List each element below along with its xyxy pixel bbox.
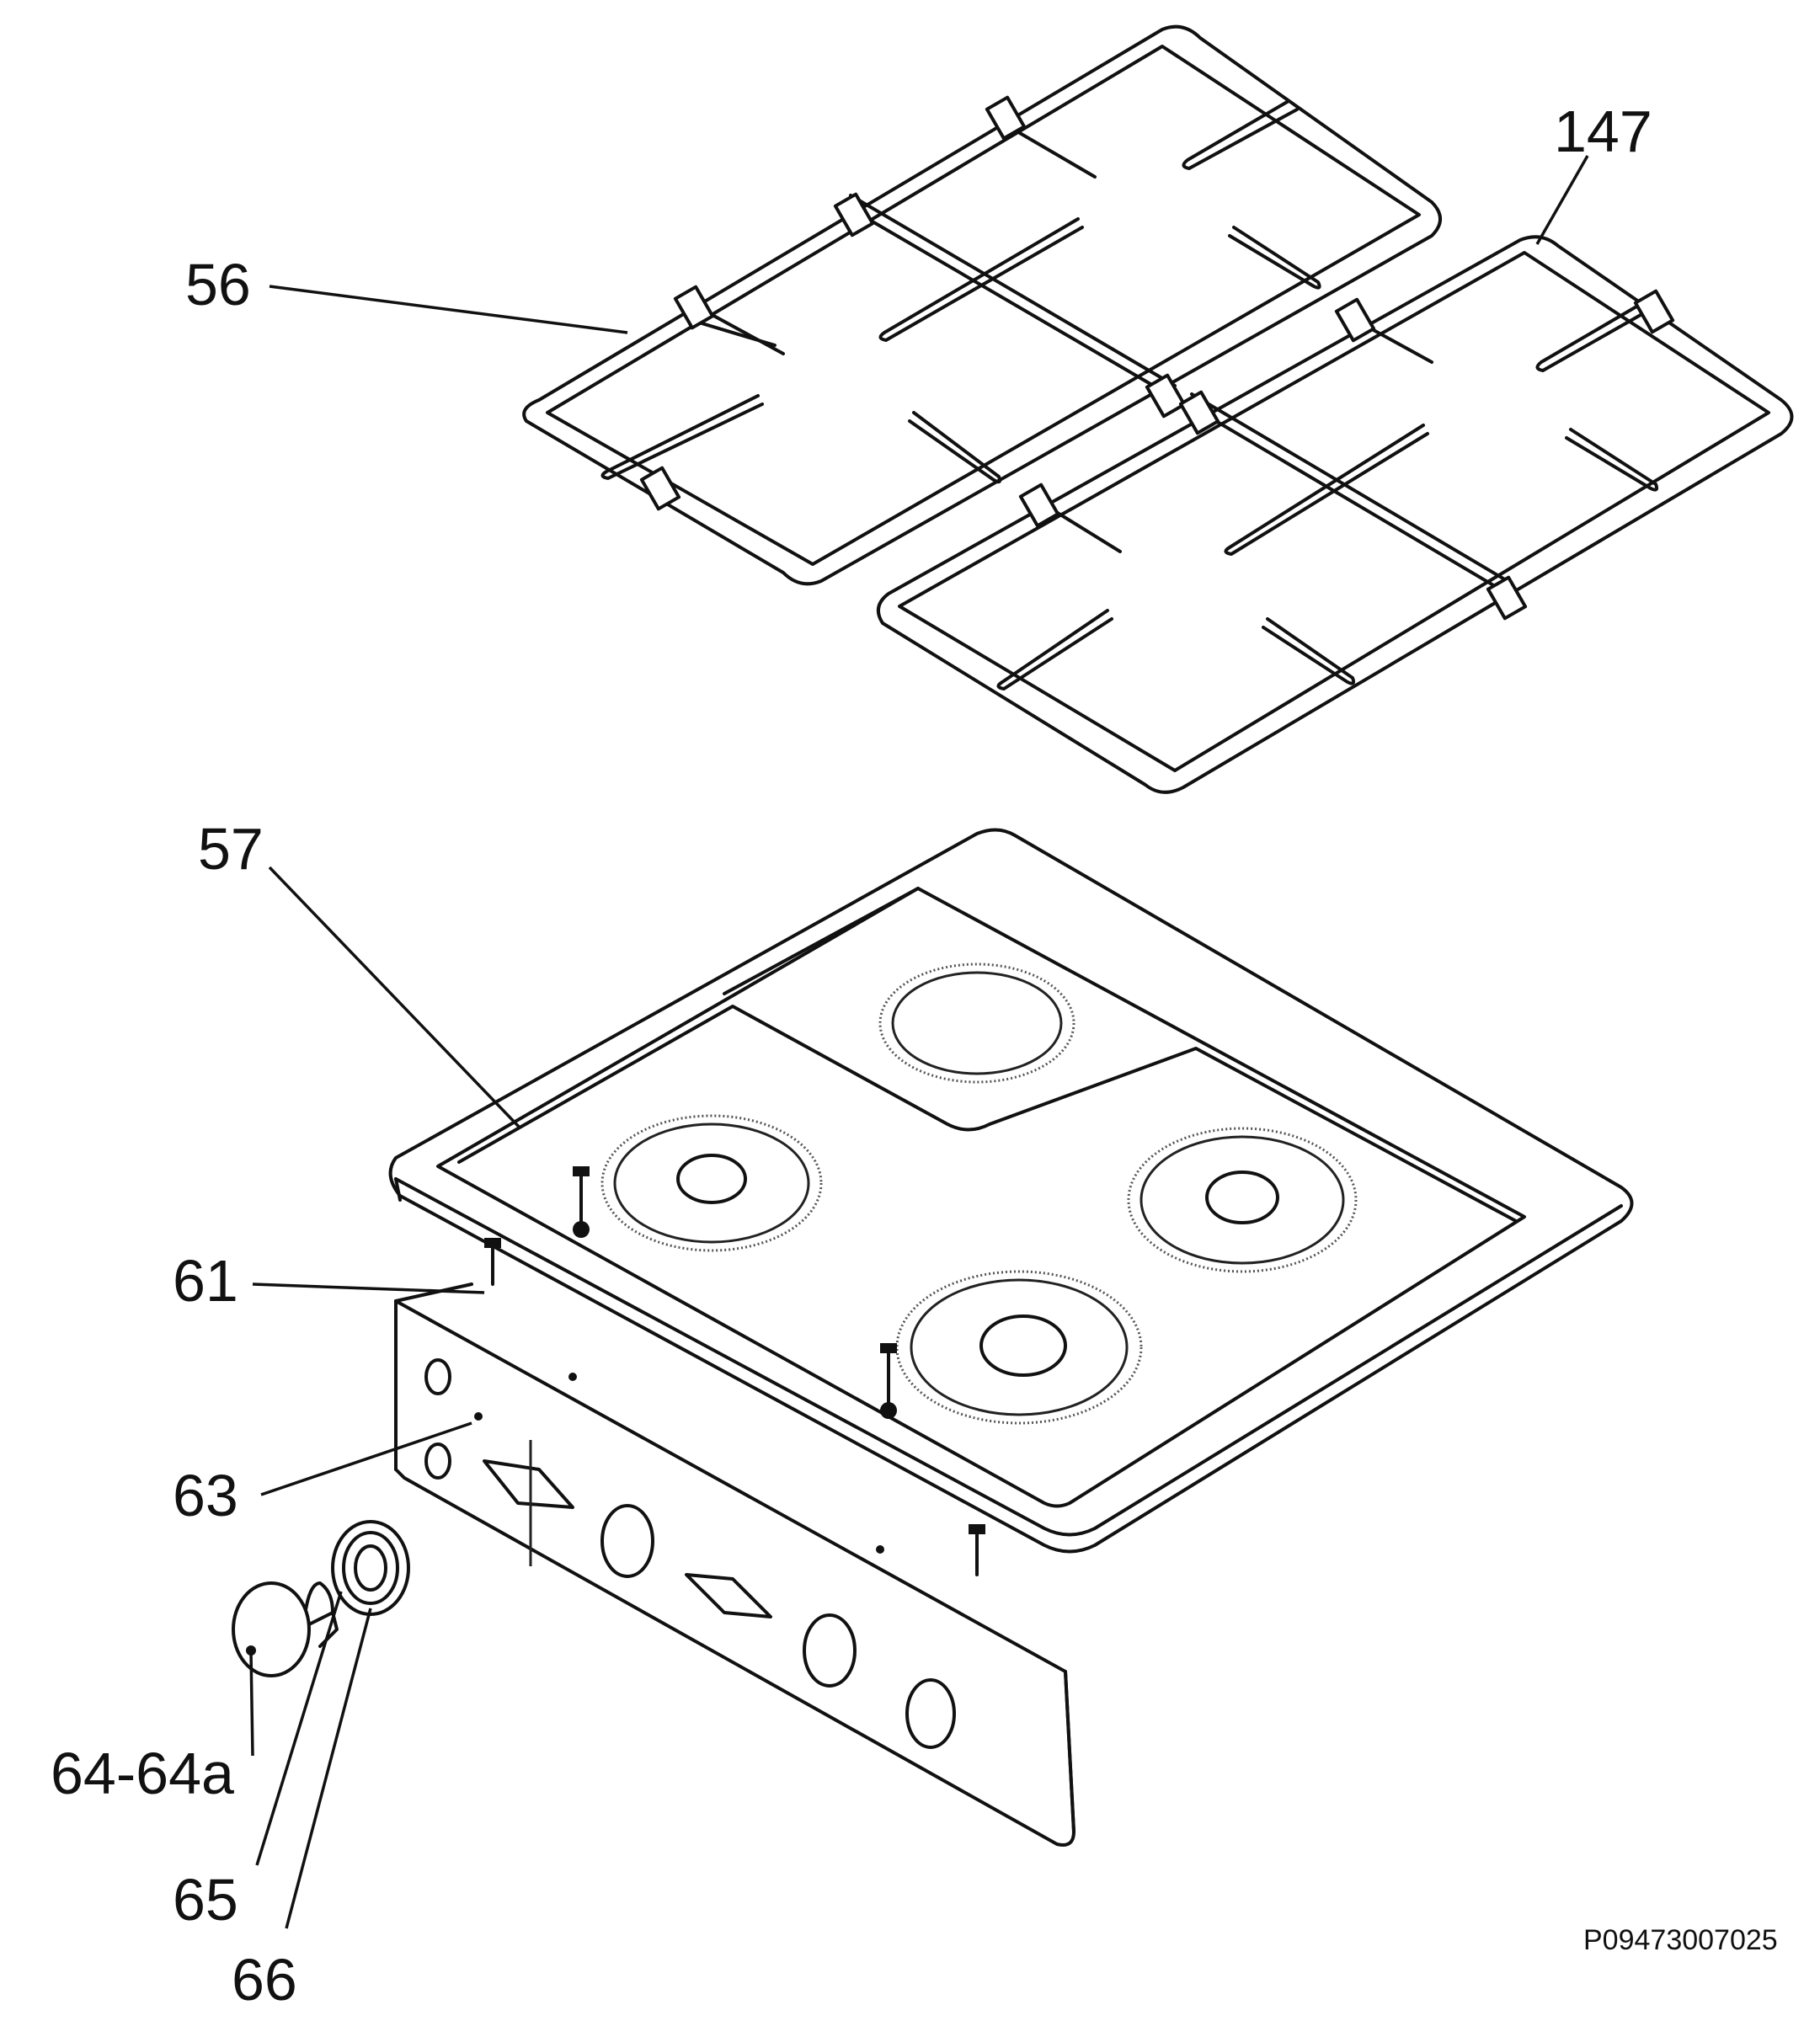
leader-64 (249, 1651, 254, 1757)
pan-support-56 (522, 24, 1442, 586)
hob-top-57 (388, 828, 1634, 1576)
callout-57: 57 (198, 816, 264, 882)
callout-64-64a: 64-64a (51, 1741, 234, 1806)
callout-63: 63 (173, 1463, 238, 1528)
callout-147: 147 (1554, 99, 1652, 164)
leader-147 (1535, 155, 1589, 245)
leader-66 (285, 1608, 372, 1929)
leader-57 (268, 866, 522, 1130)
callout-56: 56 (185, 252, 251, 317)
leader-63 (260, 1421, 472, 1496)
leader-61 (252, 1282, 485, 1294)
callout-61: 61 (173, 1248, 238, 1314)
callout-66: 66 (232, 1947, 297, 2013)
leader-65 (255, 1591, 343, 1866)
leader-56 (269, 285, 628, 334)
drawing-code: P09473007025 (1583, 1924, 1778, 1956)
control-panel-63 (394, 1282, 1075, 1847)
pan-support-147 (876, 235, 1794, 794)
callout-65: 65 (173, 1867, 238, 1933)
